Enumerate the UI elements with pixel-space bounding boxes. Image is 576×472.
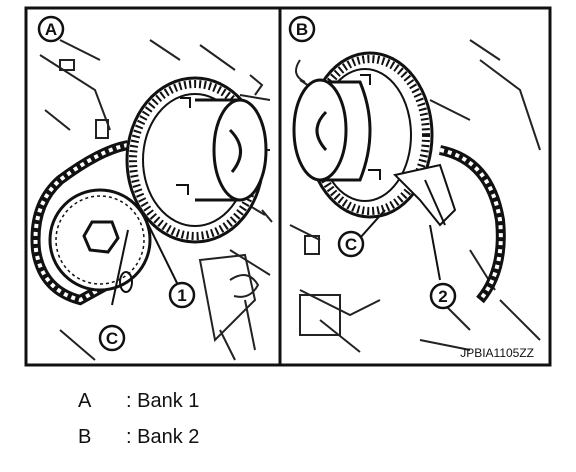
crankshaft-sprocket [48,188,152,292]
callout-c-left-text: C [106,329,118,348]
legend-row-b: B : Bank 2 [78,426,199,449]
legend-key-a: A [78,390,92,412]
legend-text-b: : Bank 2 [126,426,200,448]
panel-label-a-text: A [45,20,57,39]
callout-2-text: 2 [438,287,447,306]
legend-text-a: : Bank 1 [126,390,200,412]
legend-key-b: B [78,426,92,448]
camshaft-sprocket-bank-1 [125,76,268,244]
callout-1: 1 [168,281,196,309]
figure-code: JPBIA1105ZZ [460,346,534,360]
panel-bank-2 [289,39,541,353]
figure-frame [24,6,552,367]
callout-1-text: 1 [177,286,186,305]
panel-label-b-text: B [296,20,308,39]
timing-chain-diagram: A B 1 C C 2 JPBIA1105ZZ [24,6,552,367]
panel-label-a: A [37,15,65,43]
panel-label-b: B [288,15,316,43]
callout-c-left: C [98,324,126,352]
callout-c-right-text: C [345,235,357,254]
legend-row-a: A : Bank 1 [78,390,199,413]
callout-c-right: C [337,230,365,258]
panel-bank-1 [30,39,273,361]
callout-2: 2 [429,282,457,310]
